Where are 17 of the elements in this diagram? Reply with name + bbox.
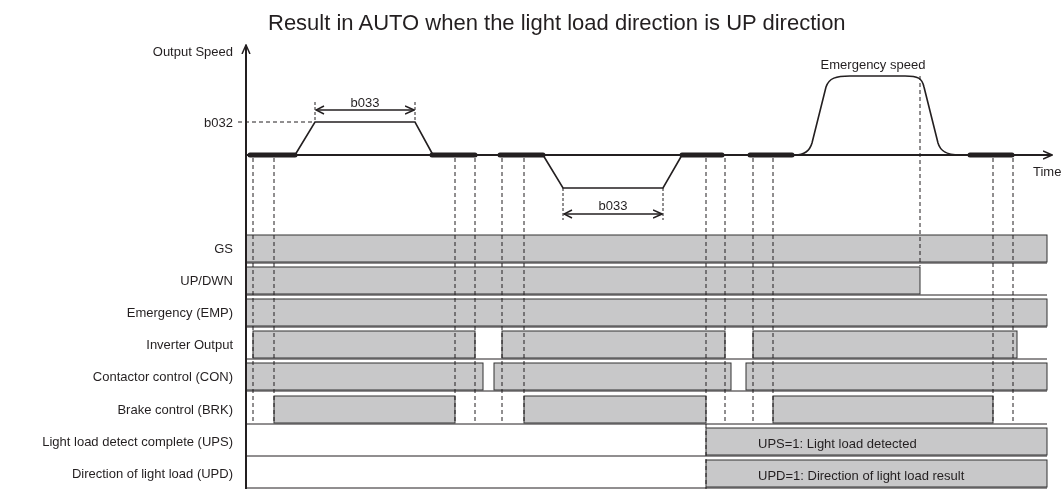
signal-label: Contactor control (CON) bbox=[92, 369, 233, 384]
axis-label: Time bbox=[1033, 164, 1062, 179]
signal-label: GS bbox=[214, 241, 233, 256]
signal-label: Brake control (BRK) bbox=[117, 402, 233, 417]
bar-label: UPD=1: Direction of light load result bbox=[758, 468, 965, 483]
dimension-label: b033 bbox=[350, 95, 380, 110]
signal-label: UP/DWN bbox=[180, 273, 233, 288]
annotation-label: Emergency speed bbox=[820, 57, 926, 72]
value-label: b032 bbox=[204, 115, 233, 130]
signal-label: Inverter Output bbox=[146, 337, 233, 352]
signal-label: Emergency (EMP) bbox=[126, 305, 233, 320]
title: Result in AUTO when the light load direction is UP direction bbox=[268, 10, 846, 36]
signal-label: Direction of light load (UPD) bbox=[71, 466, 233, 481]
axis-label: Output Speed bbox=[152, 44, 233, 59]
dimension-label: b033 bbox=[598, 198, 628, 213]
bar-label: UPS=1: Light load detected bbox=[758, 436, 917, 451]
signal-label: Light load detect complete (UPS) bbox=[42, 434, 233, 449]
